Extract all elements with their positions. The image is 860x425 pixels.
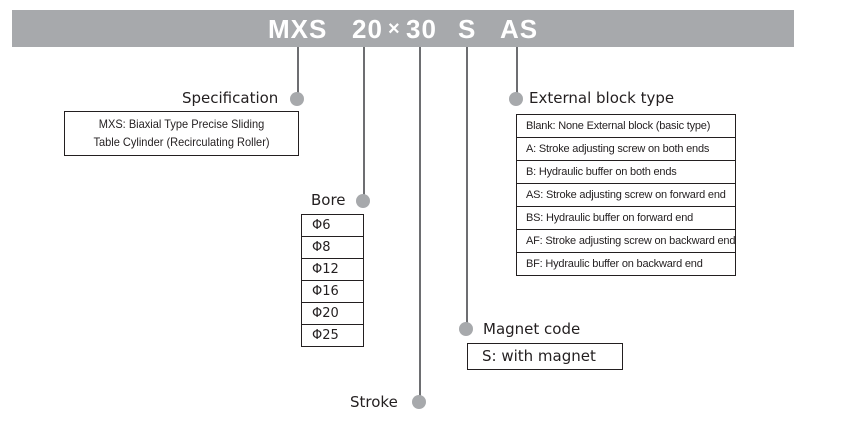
- bore-option-row: Φ6: [301, 214, 364, 237]
- external-block-option-row: B: Hydraulic buffer on both ends: [515, 160, 737, 184]
- bore-option-16: Φ16: [301, 280, 364, 303]
- magnet-code-title: Magnet code: [483, 320, 581, 338]
- bore-option-20: Φ20: [301, 302, 364, 325]
- magnet-leader-vertical: [466, 47, 468, 329]
- bore-option-row: Φ8: [301, 236, 364, 259]
- code-series: MXS: [268, 14, 328, 44]
- code-times: ×: [388, 18, 401, 40]
- magnet-dot: [459, 322, 473, 336]
- bore-option-row: Φ20: [301, 302, 364, 325]
- bore-option-row: Φ25: [301, 324, 364, 347]
- external-block-option-a: A: Stroke adjusting screw on both ends: [515, 137, 737, 161]
- external-block-option-blank: Blank: None External block (basic type): [515, 114, 737, 138]
- specification-line-1: MXS: Biaxial Type Precise Sliding: [98, 117, 265, 131]
- bore-option-12: Φ12: [301, 258, 364, 281]
- specification-dot: [290, 92, 304, 106]
- external-block-option-bf: BF: Hydraulic buffer on backward end: [515, 252, 737, 276]
- stroke-leader-vertical: [419, 47, 421, 402]
- specification-box: MXS: Biaxial Type Precise Sliding Table …: [64, 111, 299, 156]
- code-magnet: S: [458, 14, 477, 44]
- bore-option-25: Φ25: [301, 324, 364, 347]
- external-block-option-row: Blank: None External block (basic type): [515, 114, 737, 138]
- external-block-title: External block type: [529, 89, 675, 107]
- external-block-option-bs: BS: Hydraulic buffer on forward end: [515, 206, 737, 230]
- external-block-dot: [509, 92, 523, 106]
- external-block-leader-vertical: [516, 47, 518, 99]
- bore-leader-vertical: [363, 47, 365, 201]
- bore-dot: [356, 194, 370, 208]
- bore-option-6: Φ6: [301, 214, 364, 237]
- bore-option-row: Φ12: [301, 258, 364, 281]
- bore-option-row: Φ16: [301, 280, 364, 303]
- code-stroke: 30: [406, 14, 437, 44]
- external-block-option-row: AF: Stroke adjusting screw on backward e…: [515, 229, 737, 253]
- bore-options-table: Φ6 Φ8 Φ12 Φ16 Φ20 Φ25: [301, 214, 364, 347]
- external-block-options-table: Blank: None External block (basic type) …: [515, 114, 737, 276]
- external-block-option-b: B: Hydraulic buffer on both ends: [515, 160, 737, 184]
- external-block-option-as: AS: Stroke adjusting screw on forward en…: [515, 183, 737, 207]
- external-block-option-af: AF: Stroke adjusting screw on backward e…: [515, 229, 737, 253]
- bore-option-8: Φ8: [301, 236, 364, 259]
- external-block-option-row: BS: Hydraulic buffer on forward end: [515, 206, 737, 230]
- specification-leader-vertical: [297, 47, 299, 99]
- stroke-dot: [412, 395, 426, 409]
- external-block-option-row: AS: Stroke adjusting screw on forward en…: [515, 183, 737, 207]
- magnet-code-option: S: with magnet: [482, 347, 596, 365]
- external-block-option-row: BF: Hydraulic buffer on backward end: [515, 252, 737, 276]
- specification-line-2: Table Cylinder (Recirculating Roller): [93, 135, 270, 149]
- specification-title: Specification: [182, 89, 279, 107]
- magnet-code-box: S: with magnet: [467, 343, 623, 370]
- model-code-bar: [12, 10, 794, 47]
- code-bore: 20: [352, 14, 383, 44]
- external-block-option-row: A: Stroke adjusting screw on both ends: [515, 137, 737, 161]
- stroke-title: Stroke: [350, 393, 398, 411]
- code-block: AS: [500, 14, 539, 44]
- bore-title: Bore: [311, 191, 346, 209]
